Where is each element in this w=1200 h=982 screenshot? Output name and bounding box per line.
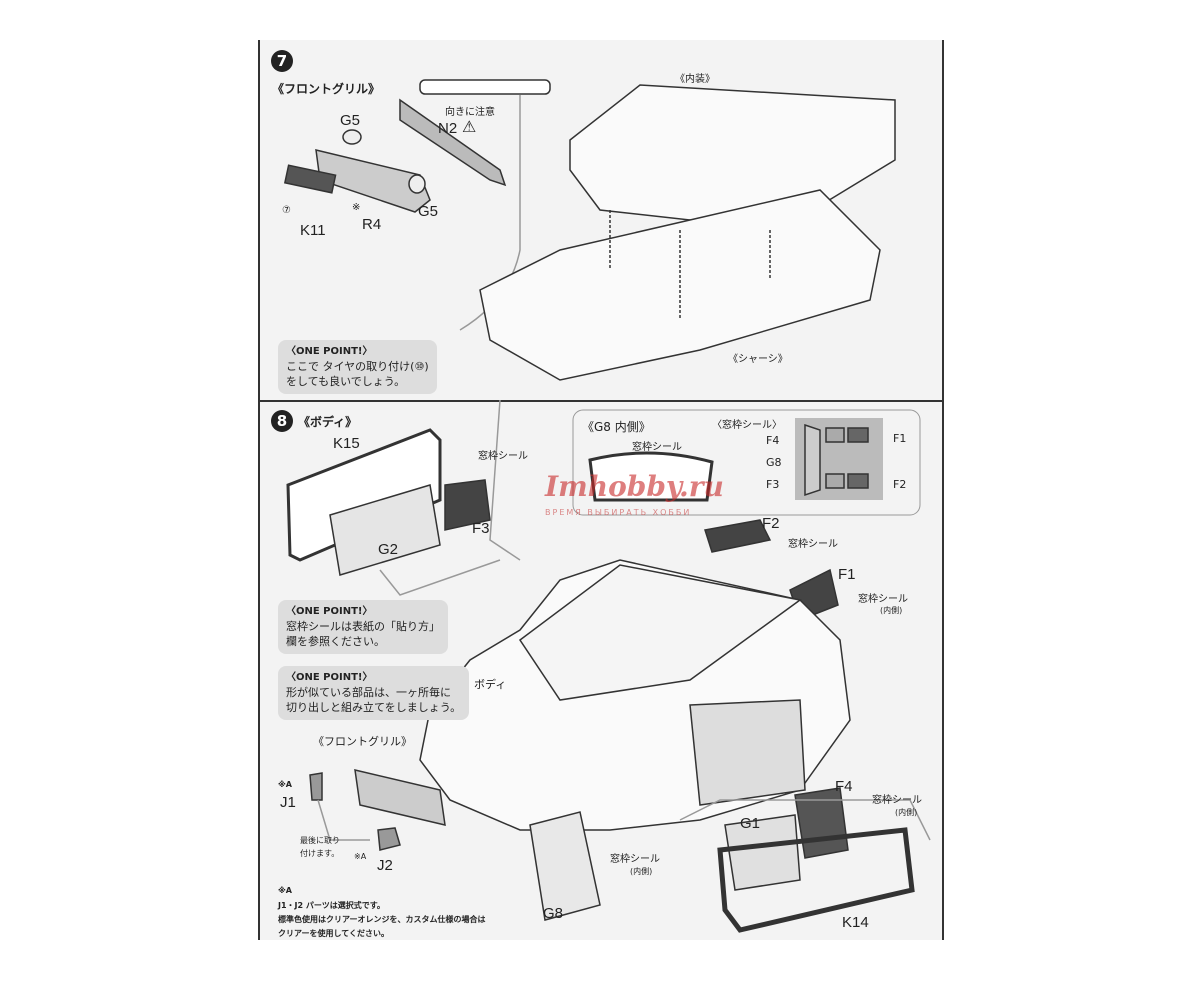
label-g2: G2 — [378, 541, 399, 558]
inner-g8: (内側) — [630, 867, 653, 876]
one-point-line: 欄を参照ください。 — [286, 635, 385, 648]
step-7-badge: 7 — [271, 50, 293, 72]
attach-last-2: 付けます。 — [300, 849, 340, 858]
label-k11: K11 — [300, 222, 326, 239]
g8-inner-title: 《G8 内側》 — [582, 420, 651, 434]
front-grille-label: 《フロントグリル》 — [313, 735, 412, 748]
label-k15: K15 — [333, 435, 360, 452]
label-g5-bottom: G5 — [418, 203, 439, 220]
one-point-tire: 〈ONE POINT!〉 ここで タイヤの取り付け(⑩) をしても良いでしょう。 — [278, 340, 437, 394]
label-g8: G8 — [543, 905, 564, 922]
label-r4: R4 — [362, 216, 382, 233]
step-8-title: 《ボディ》 — [298, 415, 358, 429]
sheet-f1: F1 — [893, 432, 907, 445]
label-f2: F2 — [762, 515, 780, 532]
watermark-logo: Imhobby.ru — [545, 470, 724, 503]
watermark-brand: Imhobby — [545, 470, 679, 503]
label-n2: N2 — [438, 120, 458, 137]
k11-mark: ⑦ — [282, 205, 291, 216]
sheet-f2: F2 — [893, 478, 907, 491]
watermark-tagline: ВРЕМЯ ВЫБИРАТЬ ХОББИ — [545, 508, 692, 517]
inner-f1: (内側) — [880, 606, 903, 615]
seal-label-f4: 窓枠シール — [872, 795, 922, 806]
one-point-line: 切り出しと組み立てをしましょう。 — [286, 701, 462, 714]
seal-label-f3: 窓枠シール — [478, 451, 528, 462]
one-point-heading: 〈ONE POINT!〉 — [286, 606, 373, 617]
seal-label-g8: 窓枠シール — [610, 854, 660, 865]
part-j1 — [309, 772, 323, 801]
sheet-f3: F3 — [766, 478, 780, 491]
watermark-tld: .ru — [678, 470, 724, 503]
one-point-line: 窓枠シールは表紙の「貼り方」 — [286, 620, 440, 633]
label-j1: J1 — [280, 794, 296, 811]
note-line-1: J1・J2 パーツは選択式です。 — [278, 901, 385, 910]
note-line-3: クリアーを使用してください。 — [278, 929, 390, 938]
one-point-heading: 〈ONE POINT!〉 — [286, 346, 373, 357]
callout — [379, 559, 501, 596]
warning-icon: ⚠ — [462, 117, 477, 136]
window-g2 — [329, 484, 441, 576]
j2-mark: ※A — [354, 852, 367, 861]
g8-inner-box — [572, 409, 921, 516]
window-frame-k15 — [286, 428, 442, 562]
sheet-f4: F4 — [766, 434, 780, 447]
orientation-note: 向きに注意 — [445, 107, 495, 118]
g8-inner-seal: 窓枠シール — [632, 442, 682, 453]
seal-label-f2: 窓枠シール — [788, 539, 838, 550]
j1-mark: ※A — [278, 780, 292, 789]
note-mark: ※A — [278, 886, 292, 895]
one-point-line: 形が似ている部品は、一ヶ所毎に — [286, 686, 451, 699]
one-point-parts: 〈ONE POINT!〉 形が似ている部品は、一ヶ所毎に 切り出しと組み立てをし… — [278, 666, 470, 720]
chassis-label: 《シャーシ》 — [728, 354, 788, 365]
interior-label: 《内装》 — [675, 74, 715, 85]
one-point-heading: 〈ONE POINT!〉 — [286, 672, 373, 683]
roof — [518, 564, 802, 701]
sheet-g8: G8 — [766, 456, 782, 469]
grille-part-n2 — [399, 98, 507, 187]
label-f4: F4 — [835, 778, 853, 795]
window-f3 — [444, 479, 491, 531]
grille-part-g5-bottom — [408, 174, 426, 194]
label-f1: F1 — [838, 566, 856, 583]
window-f2 — [704, 519, 772, 553]
label-f3: F3 — [472, 520, 490, 537]
rear-window-frame — [689, 699, 806, 806]
r4-mark: ※ — [352, 202, 361, 213]
step-8-badge: 8 — [271, 410, 293, 432]
label-g5-top: G5 — [340, 112, 361, 129]
grille-part-k11 — [283, 164, 337, 194]
label-j2: J2 — [377, 857, 393, 874]
window-f4 — [794, 787, 849, 859]
window-frame-k14 — [717, 827, 915, 933]
part-j2 — [377, 827, 401, 851]
seal-sheet-title: 〈窓枠シール〉 — [712, 420, 782, 431]
label-k14: K14 — [842, 914, 869, 931]
label-g1: G1 — [740, 815, 761, 832]
interior-tub — [569, 84, 896, 231]
seal-label-f1: 窓枠シール — [858, 594, 908, 605]
window-g1 — [724, 814, 801, 891]
one-point-line: をしても良いでしょう。 — [286, 375, 406, 388]
inner-f4: (内側) — [895, 808, 918, 817]
windshield-g8 — [529, 811, 601, 921]
one-point-line: ここで タイヤの取り付け(⑩) — [286, 360, 429, 373]
g8-windshield — [588, 451, 714, 502]
front-grille-assembly — [354, 769, 446, 826]
n2-orientation-diagram — [419, 79, 551, 95]
step-7-title: 《フロントグリル》 — [272, 82, 381, 96]
grille-part-g5-top — [342, 129, 362, 145]
body-label: ボディ — [474, 678, 507, 691]
note-line-2: 標準色使用はクリアーオレンジを、カスタム仕様の場合は — [278, 915, 486, 924]
attach-last-1: 最後に取り — [300, 836, 340, 845]
step-divider — [258, 400, 942, 402]
one-point-seal: 〈ONE POINT!〉 窓枠シールは表紙の「貼り方」 欄を参照ください。 — [278, 600, 448, 654]
